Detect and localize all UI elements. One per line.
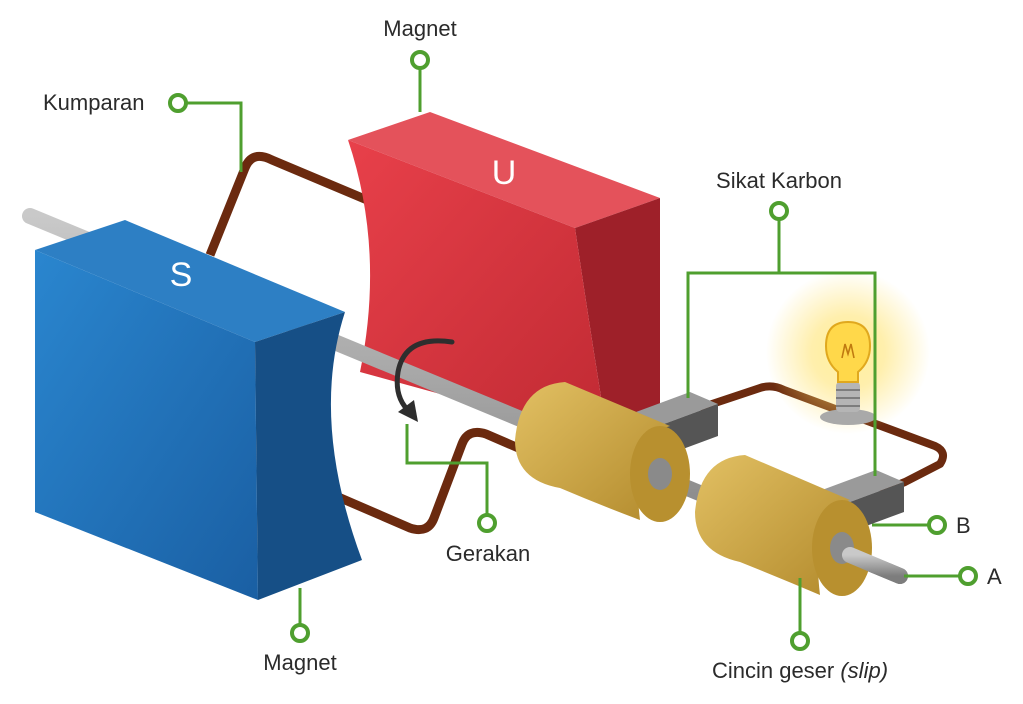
label-magnet-bottom: Magnet xyxy=(263,650,336,675)
dot-kumparan xyxy=(168,93,188,113)
leader-gerakan xyxy=(405,424,489,521)
dot-cincin xyxy=(790,631,810,651)
rotation-arrow-icon xyxy=(394,338,455,422)
magnet-north: U xyxy=(348,112,660,440)
dot-b xyxy=(927,515,947,535)
dot-magnet-bottom xyxy=(290,623,310,643)
pole-label-u: U xyxy=(492,154,517,192)
label-cincin-geser-italic: (slip) xyxy=(840,658,888,683)
dot-magnet-top xyxy=(410,50,430,70)
leader-dots xyxy=(168,50,978,651)
label-kumparan: Kumparan xyxy=(43,90,145,115)
leader-sikat-karbon-2 xyxy=(779,271,877,476)
magnet-south: S xyxy=(35,220,362,600)
dot-a xyxy=(958,566,978,586)
slip-ring-2 xyxy=(695,455,872,596)
pole-label-s: S xyxy=(170,256,193,294)
circuit-wire xyxy=(698,382,948,496)
light-bulb-icon xyxy=(766,270,930,434)
label-cincin-geser-main: Cincin geser xyxy=(712,658,840,683)
leader-lines xyxy=(180,62,966,640)
label-magnet-top: Magnet xyxy=(383,16,456,41)
dot-sikat-karbon xyxy=(769,201,789,221)
label-terminal-b: B xyxy=(956,513,971,538)
leader-kumparan xyxy=(180,101,243,172)
label-terminal-a: A xyxy=(987,564,1002,589)
label-gerakan: Gerakan xyxy=(446,541,530,566)
label-cincin-geser: Cincin geser (slip) xyxy=(712,658,888,683)
shaft-end xyxy=(842,547,908,584)
coil-front xyxy=(320,427,562,535)
slip-ring-1 xyxy=(515,382,690,522)
leader-sikat-karbon xyxy=(686,212,781,398)
dot-gerakan xyxy=(477,513,497,533)
label-sikat-karbon: Sikat Karbon xyxy=(716,168,842,193)
